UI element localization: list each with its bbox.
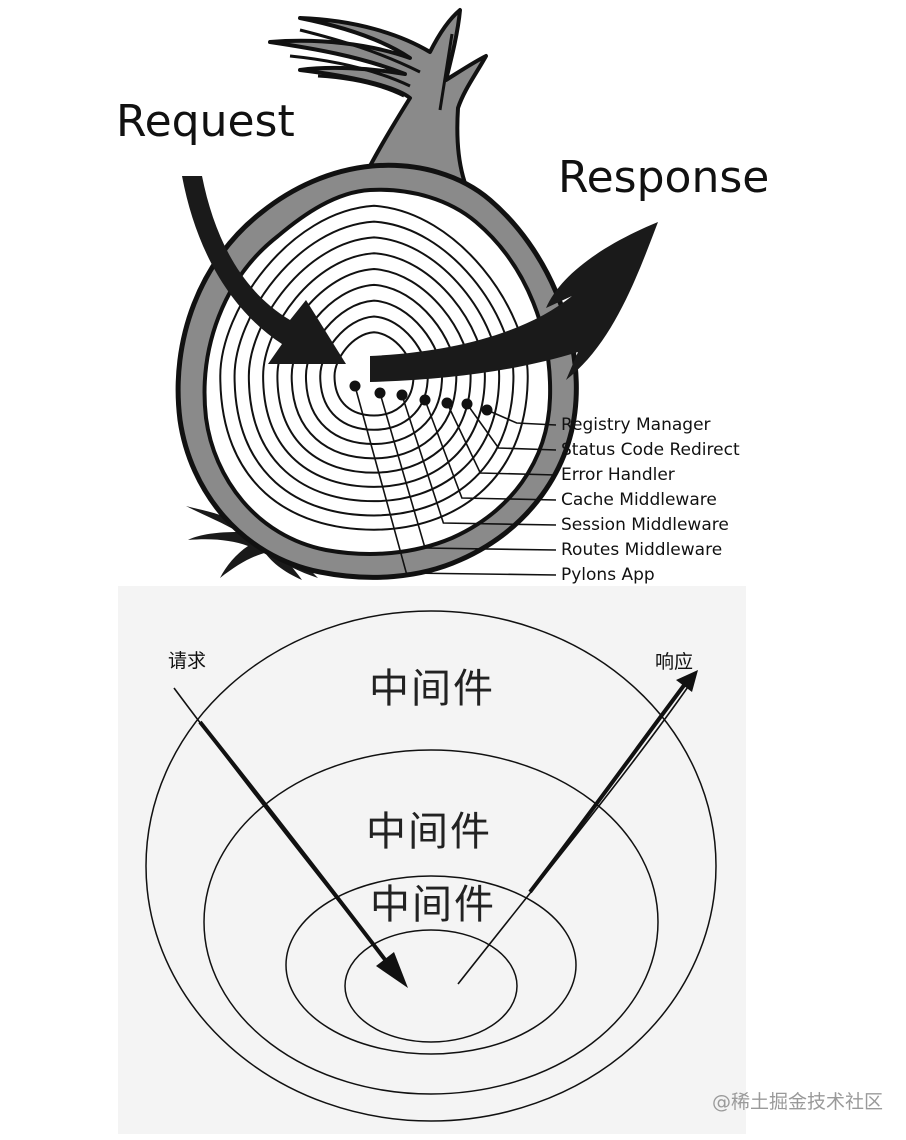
- request-arrow[interactable]: [182, 176, 346, 364]
- callout-line-routes-middleware: [379, 392, 557, 551]
- layer-labels: Registry Manager Status Code Redirect Er…: [561, 415, 740, 585]
- onion-illustration: [175, 8, 658, 580]
- callout-dot-error-handler: [441, 397, 453, 409]
- bottom-response-label: 响应: [655, 651, 693, 673]
- layer-label-error-handler: Error Handler: [561, 465, 675, 485]
- onion-ring-1: [219, 204, 529, 531]
- callout-dot-routes-middleware: [374, 387, 386, 399]
- callout-dot-session-middleware: [396, 389, 408, 401]
- watermark: @稀土掘金技术社区: [712, 1091, 883, 1113]
- callout-dot-pylons-app: [349, 380, 361, 392]
- response-arrow[interactable]: [370, 222, 658, 382]
- callout-line-error-handler: [446, 402, 557, 476]
- layer-label-session-middleware: Session Middleware: [561, 515, 729, 535]
- response-label: Response: [558, 152, 769, 203]
- layer-label-cache-middleware: Cache Middleware: [561, 490, 717, 510]
- middleware-label-outer: 中间件: [369, 666, 495, 712]
- ellipse-outer: [145, 610, 717, 1122]
- ellipse-core: [344, 929, 518, 1043]
- middleware-label-inner: 中间件: [370, 882, 496, 928]
- callout-line-session-middleware: [401, 394, 557, 526]
- layer-label-pylons-app: Pylons App: [561, 565, 655, 585]
- bottom-request-arrow[interactable]: [173, 687, 408, 988]
- request-label: Request: [116, 96, 295, 147]
- callout-line-cache-middleware: [424, 399, 557, 501]
- layer-label-status-code-redirect: Status Code Redirect: [561, 440, 740, 460]
- layer-label-registry-manager: Registry Manager: [561, 415, 711, 435]
- bottom-response-arrow[interactable]: [457, 670, 698, 985]
- ellipse-inner: [285, 875, 577, 1055]
- middleware-label-middle: 中间件: [366, 809, 492, 855]
- onion-callouts: [349, 380, 557, 576]
- nested-ellipses: [145, 610, 717, 1122]
- callout-dot-registry-manager: [481, 404, 493, 416]
- callout-line-pylons-app: [354, 385, 557, 576]
- callout-dot-status-code-redirect: [461, 398, 473, 410]
- onion-stalk: [268, 8, 488, 198]
- bottom-request-label: 请求: [168, 650, 206, 672]
- callout-line-registry-manager: [486, 409, 557, 426]
- callout-dot-cache-middleware: [419, 394, 431, 406]
- callout-line-status-code-redirect: [466, 403, 557, 451]
- layer-label-routes-middleware: Routes Middleware: [561, 540, 722, 560]
- ellipse-middle: [203, 749, 659, 1095]
